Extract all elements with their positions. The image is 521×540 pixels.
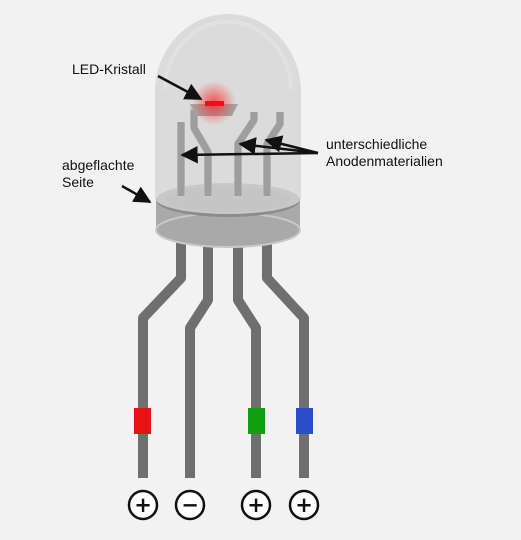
pin-2-sign: − xyxy=(181,493,199,517)
lead-3 xyxy=(233,242,261,478)
crystal-label-text: LED-Kristall xyxy=(72,61,146,77)
pin-3-polarity: + xyxy=(240,489,272,521)
pin-2-polarity: − xyxy=(174,489,206,521)
lead-2 xyxy=(185,242,213,478)
pin-4-polarity: + xyxy=(288,489,320,521)
flat-side-label-line2: Seite xyxy=(62,174,94,190)
pin-4-sign: + xyxy=(295,493,313,517)
anodes-label: unterschiedliche Anodenmaterialien xyxy=(326,136,443,170)
flat-side-label: abgeflachte Seite xyxy=(62,157,134,191)
green-pin-marker xyxy=(248,408,265,434)
polarity-symbols: + − + + xyxy=(127,489,320,521)
lead-4 xyxy=(262,242,309,478)
crystal-label: LED-Kristall xyxy=(72,61,146,78)
pin-3-sign: + xyxy=(247,493,265,517)
dome-highlight xyxy=(163,20,293,91)
callout-arrows xyxy=(121,74,319,204)
crystal-arrow xyxy=(157,74,203,101)
led-leads xyxy=(138,242,309,478)
lead-1 xyxy=(138,242,186,478)
blue-pin-marker xyxy=(296,408,313,434)
anode-arrow-3 xyxy=(264,135,319,155)
flat-side-arrow xyxy=(121,184,152,204)
anodes-label-line1: unterschiedliche xyxy=(326,136,428,152)
pin-1-sign: + xyxy=(134,493,152,517)
flat-side-label-line1: abgeflachte xyxy=(62,157,135,173)
red-pin-marker xyxy=(134,408,151,434)
led-crystal xyxy=(205,101,224,106)
anodes-label-line2: Anodenmaterialien xyxy=(326,153,443,169)
pin-1-polarity: + xyxy=(127,489,159,521)
